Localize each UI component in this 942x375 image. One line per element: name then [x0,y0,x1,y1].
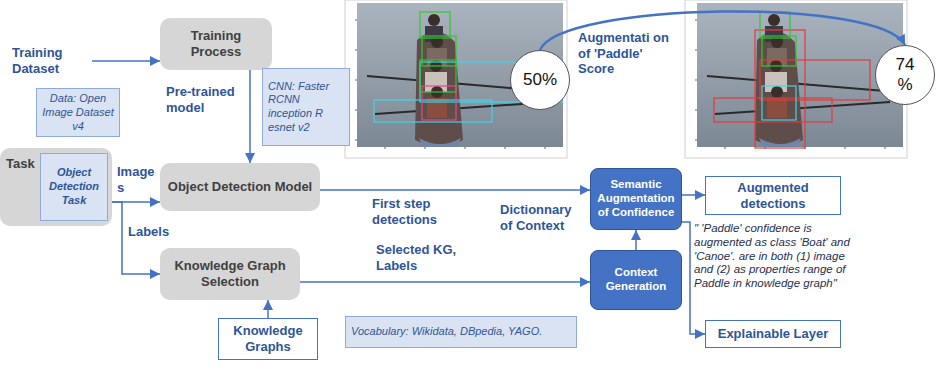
connector [300,281,590,283]
node-text: Training Dataset [12,45,92,76]
photo [345,0,567,158]
vocabulary-box: Vocabulary: Wikidata, DBpedia, YAGO. [345,316,577,348]
process-box: Object Detection Model [160,163,320,211]
edge-label: Image s [117,164,159,195]
bounding-box [374,100,492,122]
node-text: CNN: Faster RCNN inception R esnet v2 [268,80,344,135]
bounding-box [420,60,456,92]
edge-label: Dictionnary of Context [500,202,586,233]
process-box: Context Generation [590,250,682,310]
output-box: Explainable Layer [705,320,841,348]
node-text: Explainable Layer [718,326,829,342]
node-text: 74 % [889,55,921,94]
process-box: Knowledge Graph Selection [160,248,300,300]
process-box: Training Process [160,18,272,70]
node-text: Vocabulary: Wikidata, DBpedia, YAGO. [351,325,542,339]
edge-label: Selected KG, Labels [376,242,486,273]
connector [682,194,705,196]
bounding-box [422,36,456,66]
connector [249,70,251,163]
edge-label: Augmentati on of 'Paddle' Score [578,30,682,77]
bounding-box [422,86,456,120]
task-box: TaskObject Detection Task [0,148,112,226]
node-text: Knowledge Graph Selection [166,258,294,289]
bounding-box [762,86,796,120]
bounding-box [420,12,450,38]
photo [685,0,907,158]
node-text: Training Process [166,28,266,59]
edge-label: First step detections [372,196,452,227]
process-box: Semantic Augmentation of Confidence [590,168,682,230]
connector [267,300,269,318]
connector [635,230,637,250]
connector [320,189,590,191]
input-label: Training Dataset [12,44,92,78]
edge-label: Labels [128,224,188,240]
score-circle: 50% [510,50,570,110]
edge-label: Pre-trained model [166,84,244,115]
bounding-box [762,36,796,66]
input-box: Knowledge Graphs [218,318,318,360]
detection-boxes [714,12,870,148]
node-text: Object Detection Model [168,179,312,195]
node-text: Context Generation [595,266,677,294]
bounding-box [714,98,832,122]
score-circle: 74 % [875,45,935,105]
node-text: Object Detection Task [46,166,102,207]
node-text: Knowledge Graphs [225,323,311,354]
connector [92,60,160,62]
bounding-box [755,30,805,148]
node-text: Data: Open Image Dataset v4 [42,92,114,133]
node-text: Augmented detections [712,180,834,211]
explanation-note: " 'Paddle' confidence is augmented as cl… [694,222,852,291]
data-box: Data: Open Image Dataset v4 [36,88,120,137]
output-box: Augmented detections [705,176,841,215]
task-info-box: Object Detection Task [40,153,108,221]
node-text: 50% [523,70,557,90]
bounding-box [760,12,790,38]
node-text: Semantic Augmentation of Confidence [595,178,677,219]
model-info-box: CNN: Faster RCNN inception R esnet v2 [262,68,350,146]
